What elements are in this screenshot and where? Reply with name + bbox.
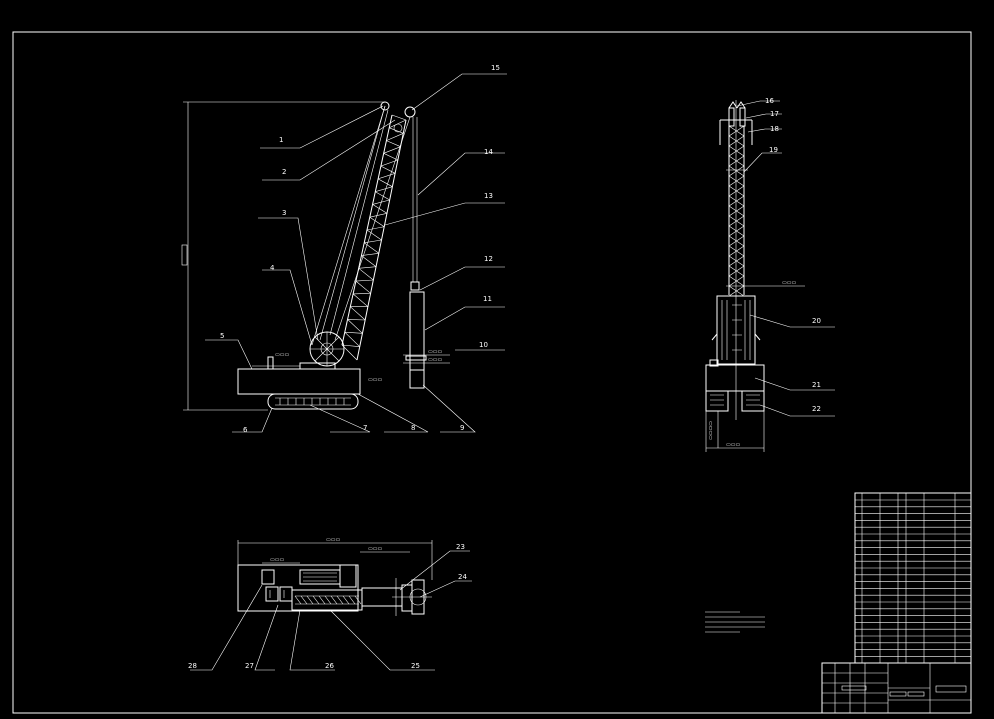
part-26-label: 26 xyxy=(325,662,334,670)
part-9-label: 9 xyxy=(460,424,464,432)
svg-text:▭▭▭▭: ▭▭▭▭ xyxy=(708,421,714,440)
part-3-label: 3 xyxy=(282,209,286,217)
part-21-label: 21 xyxy=(812,381,821,389)
part-19-label: 19 xyxy=(769,146,778,154)
side-leaders xyxy=(205,73,507,433)
part-8-label: 8 xyxy=(411,424,415,432)
part-13-label: 13 xyxy=(484,192,493,200)
title-block xyxy=(821,662,972,714)
part-2-label: 2 xyxy=(282,168,286,176)
part-1-label: 1 xyxy=(279,136,283,144)
svg-text:▭▭▭: ▭▭▭ xyxy=(275,352,289,358)
machine-body xyxy=(237,368,361,395)
technical-notes xyxy=(705,611,765,633)
part-11-label: 11 xyxy=(483,295,492,303)
part-12-label: 12 xyxy=(484,255,493,263)
part-22-label: 22 xyxy=(812,405,821,413)
drawing-frame xyxy=(12,31,972,714)
parts-list-table xyxy=(854,492,972,664)
part-24-label: 24 xyxy=(458,573,467,581)
part-5-label: 5 xyxy=(220,332,224,340)
part-25-label: 25 xyxy=(411,662,420,670)
svg-text:▭▭▭: ▭▭▭ xyxy=(726,442,740,448)
part-28-label: 28 xyxy=(188,662,197,670)
part-20-label: 20 xyxy=(812,317,821,325)
pile xyxy=(409,291,425,371)
svg-text:▭▭▭: ▭▭▭ xyxy=(782,280,796,286)
part-16-label: 16 xyxy=(765,97,774,105)
part-17-label: 17 xyxy=(770,110,779,118)
part-23-label: 23 xyxy=(456,543,465,551)
plan-view: ▭▭▭ ▭▭▭ ▭▭▭ 23 24 xyxy=(188,537,472,671)
front-part-numbers: 16 17 18 19 20 21 22 xyxy=(765,97,821,413)
svg-text:▭▭▭: ▭▭▭ xyxy=(326,537,340,543)
svg-text:▭▭▭: ▭▭▭ xyxy=(368,546,382,552)
plan-part-numbers: 23 24 25 26 27 28 xyxy=(188,543,467,670)
side-view: ▭▭▭ ▭▭▭ ▭▭▭ ▭▭▭ 1 2 3 4 5 xyxy=(181,64,507,434)
part-7-label: 7 xyxy=(363,424,367,432)
crawler-track xyxy=(267,393,359,410)
side-part-numbers: 1 2 3 4 5 6 7 8 9 10 11 12 13 14 15 xyxy=(220,64,500,434)
part-14-label: 14 xyxy=(484,148,493,156)
part-27-label: 27 xyxy=(245,662,254,670)
front-view: ▭▭▭ ▭▭▭ ▭▭▭▭ 16 17 18 xyxy=(705,97,835,452)
svg-text:▭▭▭: ▭▭▭ xyxy=(270,557,284,563)
plan-leaders xyxy=(190,550,472,671)
part-15-label: 15 xyxy=(491,64,500,72)
svg-text:▭▭▭: ▭▭▭ xyxy=(428,349,442,355)
part-4-label: 4 xyxy=(270,264,275,272)
part-6-label: 6 xyxy=(243,426,248,434)
svg-text:▭▭▭: ▭▭▭ xyxy=(428,357,442,363)
height-dimension-text xyxy=(181,244,188,266)
svg-text:▭▭▭: ▭▭▭ xyxy=(368,377,382,383)
part-18-label: 18 xyxy=(770,125,779,133)
front-leaders xyxy=(736,100,835,417)
part-10-label: 10 xyxy=(479,341,488,349)
lattice-boom xyxy=(341,114,407,361)
